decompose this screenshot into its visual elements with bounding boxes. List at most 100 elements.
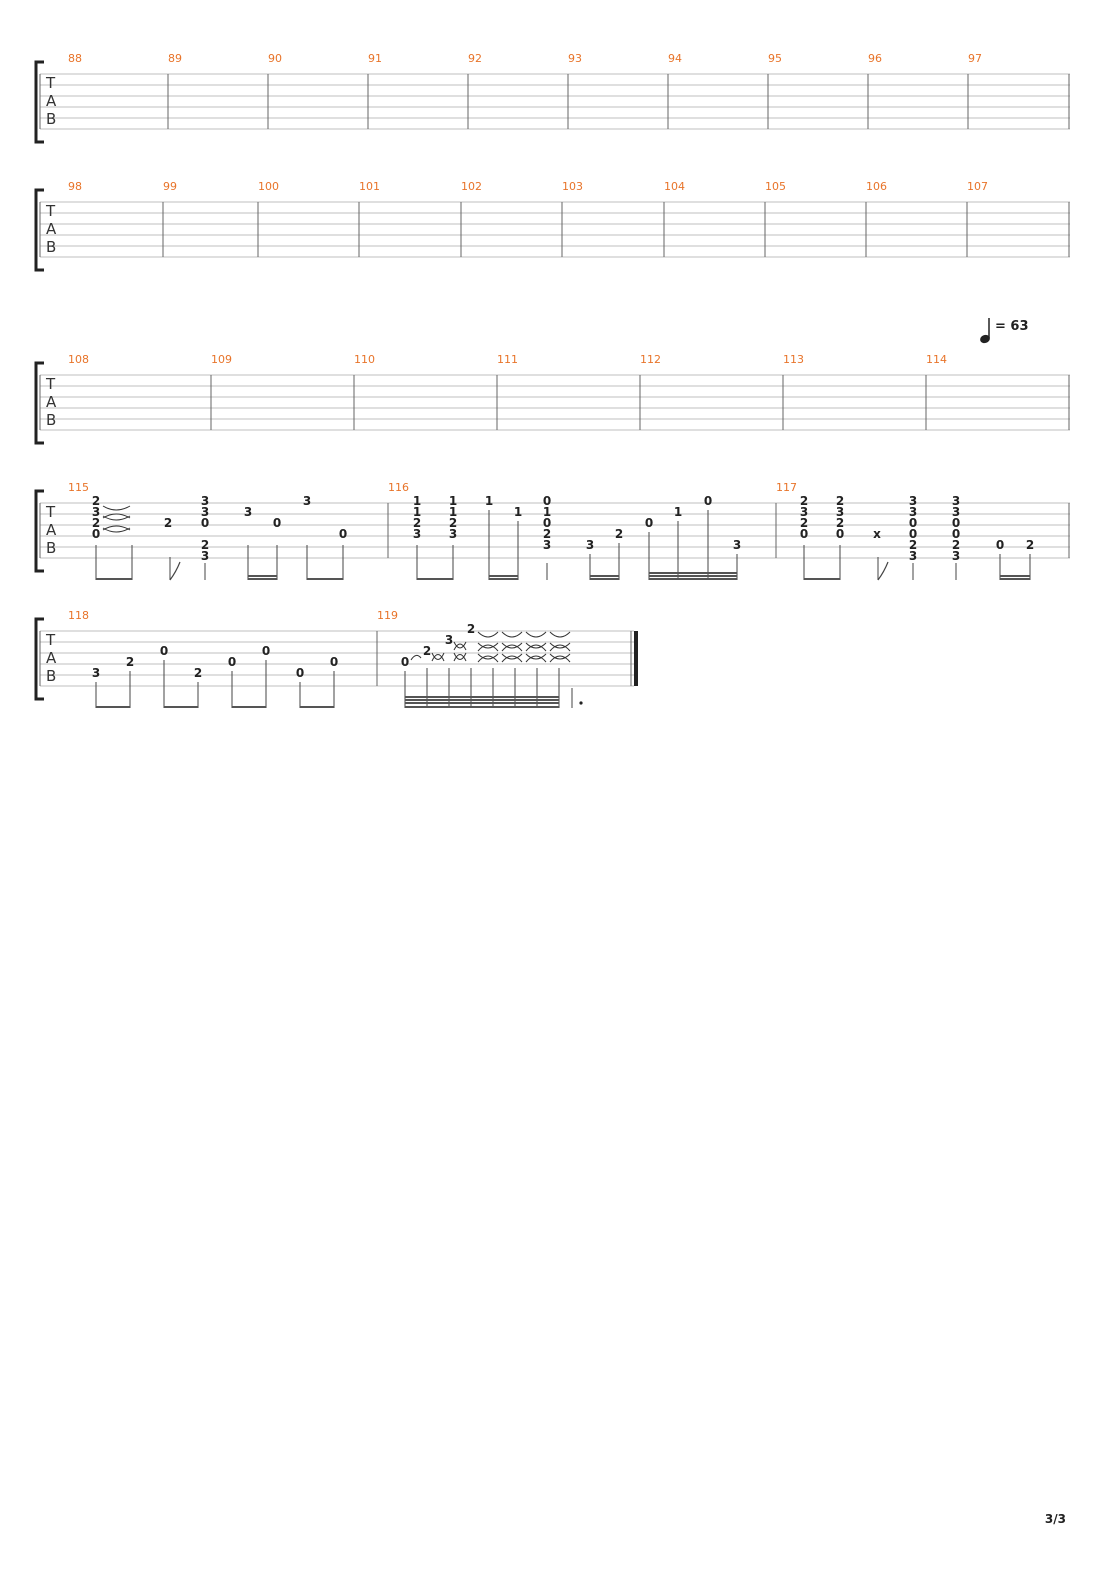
fret-number: 0 [401, 655, 409, 669]
quarter-note-icon [980, 334, 990, 344]
tab-label-b: B [46, 411, 56, 429]
measure-number: 115 [68, 481, 89, 494]
fret-number: 3 [449, 527, 457, 541]
tie-arcs [102, 505, 131, 533]
fret-number: 0 [645, 516, 653, 530]
fret-number: 2 [909, 538, 917, 552]
measure-116-notes: 1 1 2 3 1 1 2 3 1 1 0 1 0 2 3 3 2 0 1 0 … [413, 494, 741, 580]
measure-number: 105 [765, 180, 786, 193]
fret-number: 0 [543, 516, 551, 530]
fret-number: 0 [952, 516, 960, 530]
measure-number: 98 [68, 180, 82, 193]
measure-117-notes: 2 3 2 0 2 3 2 0 x 3 3 0 0 2 3 3 3 0 0 2 … [800, 494, 1034, 581]
tab-system-5: T A B 118 119 3 2 0 2 0 0 0 0 [34, 609, 638, 708]
fret-number: 0 [330, 655, 338, 669]
fret-number: 3 [201, 505, 209, 519]
measure-118-notes: 3 2 0 2 0 0 0 0 [92, 644, 338, 708]
fret-number: 2 [467, 622, 475, 636]
measure-number: 89 [168, 52, 182, 65]
fret-number: 0 [160, 644, 168, 658]
tab-system-4: T A B 115 116 117 2 3 2 0 2 3 3 0 2 3 3 … [34, 481, 1070, 581]
fret-number: 2 [800, 516, 808, 530]
fret-number: 1 [413, 505, 421, 519]
tab-label-t: T [45, 503, 56, 521]
fret-number: 0 [262, 644, 270, 658]
fret-number: 2 [1026, 538, 1034, 552]
fret-number: 0 [704, 494, 712, 508]
measure-number: 99 [163, 180, 177, 193]
measure-number: 109 [211, 353, 232, 366]
fret-number: 2 [92, 516, 100, 530]
fret-number: 2 [449, 516, 457, 530]
measure-number: 95 [768, 52, 782, 65]
measure-number: 118 [68, 609, 89, 622]
system-bracket [34, 489, 44, 573]
fret-number: 2 [836, 516, 844, 530]
fret-number: 1 [449, 505, 457, 519]
measure-number: 92 [468, 52, 482, 65]
tie-arcs [431, 652, 445, 662]
measure-number: 90 [268, 52, 282, 65]
tab-label-t: T [45, 375, 56, 393]
measure-number: 101 [359, 180, 380, 193]
system-bracket [34, 188, 44, 272]
fret-number: 3 [92, 666, 100, 680]
fret-number: 3 [586, 538, 594, 552]
fret-number: 1 [543, 505, 551, 519]
measure-number: 104 [664, 180, 685, 193]
fret-number: 2 [194, 666, 202, 680]
tab-label-t: T [45, 202, 56, 220]
tab-system-1: T A B 88 89 90 91 92 93 94 95 96 97 [34, 52, 1070, 144]
dot [579, 701, 583, 705]
fret-number: 3 [445, 633, 453, 647]
fret-number: 0 [296, 666, 304, 680]
fret-number: 0 [800, 527, 808, 541]
tab-system-3: T A B 108 109 110 111 112 113 114 [34, 353, 1070, 445]
fret-number: 3 [952, 549, 960, 563]
tab-system-2: T A B 98 99 100 101 102 103 104 105 106 … [34, 180, 1070, 272]
measure-number: 117 [776, 481, 797, 494]
fret-number: 0 [952, 527, 960, 541]
tempo-marking: = 63 [980, 318, 1029, 344]
fret-number: 0 [909, 527, 917, 541]
fret-number: 0 [836, 527, 844, 541]
tab-label-a: A [46, 220, 57, 238]
fret-number: 0 [273, 516, 281, 530]
system-bracket [34, 361, 44, 445]
fret-number: 2 [952, 538, 960, 552]
fret-number: 3 [733, 538, 741, 552]
system-bracket [34, 617, 44, 701]
measure-number: 100 [258, 180, 279, 193]
measure-number: 94 [668, 52, 682, 65]
fret-number: 3 [543, 538, 551, 552]
measure-number: 119 [377, 609, 398, 622]
fret-number: 1 [485, 494, 493, 508]
measure-number: 97 [968, 52, 982, 65]
fret-number: 3 [244, 505, 252, 519]
tab-label-a: A [46, 521, 57, 539]
tempo-value: = 63 [995, 319, 1029, 334]
fret-number: 3 [909, 494, 917, 508]
fret-number: 3 [201, 494, 209, 508]
fret-number: 2 [164, 516, 172, 530]
measure-number: 91 [368, 52, 382, 65]
fret-number: 3 [952, 505, 960, 519]
fret-number: 3 [413, 527, 421, 541]
tab-label-a: A [46, 92, 57, 110]
fret-number: 1 [674, 505, 682, 519]
fret-number: 0 [543, 494, 551, 508]
measure-number: 106 [866, 180, 887, 193]
measure-number: 116 [388, 481, 409, 494]
tab-label-t: T [45, 631, 56, 649]
fret-number: 0 [339, 527, 347, 541]
tie-arcs [453, 641, 467, 662]
tab-label-b: B [46, 110, 56, 128]
measure-number: 103 [562, 180, 583, 193]
measure-number: 111 [497, 353, 518, 366]
fret-number: 3 [952, 494, 960, 508]
fret-number: 1 [514, 505, 522, 519]
measure-number: 107 [967, 180, 988, 193]
fret-number: 3 [303, 494, 311, 508]
measure-number: 102 [461, 180, 482, 193]
fret-number: 2 [615, 527, 623, 541]
